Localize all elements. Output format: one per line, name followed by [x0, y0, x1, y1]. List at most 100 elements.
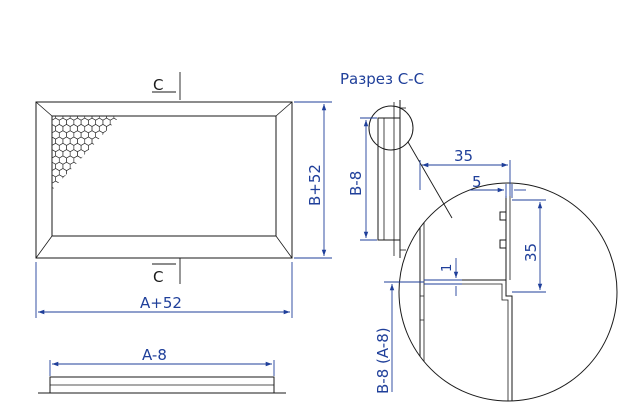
honeycomb-cell — [125, 181, 132, 189]
detail-leader-line — [407, 141, 453, 219]
honeycomb-cell — [102, 155, 111, 165]
honeycomb-cell — [73, 168, 82, 178]
honeycomb-cell — [92, 200, 99, 208]
honeycomb-cell — [74, 206, 81, 214]
honeycomb-cell — [150, 213, 157, 221]
honeycomb-cell — [139, 181, 146, 189]
honeycomb-cell — [161, 118, 168, 126]
honeycomb-cell — [121, 175, 128, 183]
front-height-label: B+52 — [306, 164, 324, 206]
honeycomb-cell — [179, 225, 186, 233]
section-title: Разрез С-С — [340, 70, 424, 88]
honeycomb-cell — [128, 225, 135, 233]
honeycomb-cell — [85, 225, 92, 233]
honeycomb-cell — [98, 136, 107, 146]
honeycomb-cell — [59, 206, 66, 214]
honeycomb-cell — [172, 162, 179, 170]
honeycomb-cell — [179, 150, 186, 158]
honeycomb-cell — [176, 143, 183, 151]
honeycomb-cell — [147, 169, 154, 177]
honeycomb-cell — [84, 187, 93, 190]
honeycomb-cell — [74, 219, 81, 227]
honeycomb-cell — [99, 213, 106, 221]
honeycomb-cell — [91, 161, 100, 171]
honeycomb-cell — [165, 200, 172, 208]
honeycomb-cell — [63, 225, 70, 233]
honeycomb-cell — [168, 156, 175, 164]
honeycomb-cell — [147, 181, 154, 189]
honeycomb-cell — [121, 124, 128, 132]
honeycomb-cell — [168, 131, 175, 139]
honeycomb-cell — [84, 174, 93, 184]
honeycomb-cell — [132, 118, 139, 126]
honeycomb-cell — [88, 168, 96, 178]
honeycomb-cell — [179, 187, 186, 195]
grille-outer-frame — [35, 101, 293, 259]
honeycomb-cell — [172, 187, 179, 195]
honeycomb-cell — [187, 124, 194, 132]
honeycomb-cell — [63, 213, 70, 221]
honeycomb-cell — [143, 225, 150, 233]
honeycomb-cell — [98, 161, 107, 171]
honeycomb-cell — [154, 143, 161, 151]
honeycomb-cell — [190, 131, 197, 139]
honeycomb-cell — [150, 150, 157, 158]
honeycomb-cell — [102, 142, 111, 153]
honeycomb-cell — [85, 213, 92, 221]
detail-width-label: 35 — [454, 147, 473, 165]
honeycomb-cell — [106, 124, 115, 134]
honeycomb-cell — [121, 187, 128, 195]
honeycomb-cell — [147, 143, 154, 151]
honeycomb-cell — [168, 181, 175, 189]
honeycomb-cell — [139, 219, 146, 227]
honeycomb-cell — [117, 155, 120, 165]
honeycomb-cell — [150, 124, 157, 132]
honeycomb-cell — [183, 206, 190, 214]
honeycomb-cell — [125, 131, 132, 139]
honeycomb-cell — [66, 180, 75, 190]
honeycomb-cell — [190, 156, 197, 164]
honeycomb-cell — [179, 124, 186, 132]
honeycomb-cell — [172, 124, 179, 132]
honeycomb-cell — [70, 213, 77, 221]
honeycomb-cell — [121, 137, 128, 145]
honeycomb-cell — [176, 118, 183, 126]
honeycomb-cell — [102, 168, 111, 178]
honeycomb-cell — [172, 137, 179, 145]
honeycomb-cell — [117, 130, 120, 140]
honeycomb-cell — [77, 174, 86, 184]
honeycomb-cell — [150, 175, 157, 183]
honeycomb-perforation — [52, 116, 197, 233]
honeycomb-cell — [179, 137, 186, 145]
honeycomb-cell — [132, 181, 139, 189]
honeycomb-cell — [154, 131, 161, 139]
honeycomb-cell — [52, 194, 59, 202]
honeycomb-cell — [128, 162, 135, 170]
honeycomb-cell — [121, 213, 128, 221]
honeycomb-cell — [190, 194, 197, 202]
detail-thickness-label: 1 — [440, 264, 455, 272]
honeycomb-cell — [157, 200, 164, 208]
honeycomb-cell — [80, 155, 89, 165]
honeycomb-cell — [88, 219, 95, 227]
honeycomb-cell — [187, 200, 194, 208]
honeycomb-cell — [109, 155, 118, 165]
honeycomb-cell — [132, 219, 139, 227]
honeycomb-cell — [92, 213, 99, 221]
side-profile-body — [377, 117, 401, 241]
honeycomb-cell — [172, 213, 179, 221]
section-view: Разрез С-С B-8 — [340, 70, 618, 402]
honeycomb-cell — [107, 200, 114, 208]
honeycomb-cell — [183, 118, 190, 126]
honeycomb-cell — [91, 174, 100, 184]
honeycomb-cell — [157, 124, 164, 132]
honeycomb-cell — [176, 156, 183, 164]
honeycomb-cell — [74, 194, 81, 202]
honeycomb-cell — [136, 124, 143, 132]
honeycomb-cell — [121, 150, 128, 158]
honeycomb-cell — [187, 137, 194, 145]
honeycomb-cell — [187, 150, 194, 158]
honeycomb-cell — [113, 187, 120, 190]
honeycomb-cell — [103, 194, 110, 202]
honeycomb-cell — [63, 200, 70, 208]
